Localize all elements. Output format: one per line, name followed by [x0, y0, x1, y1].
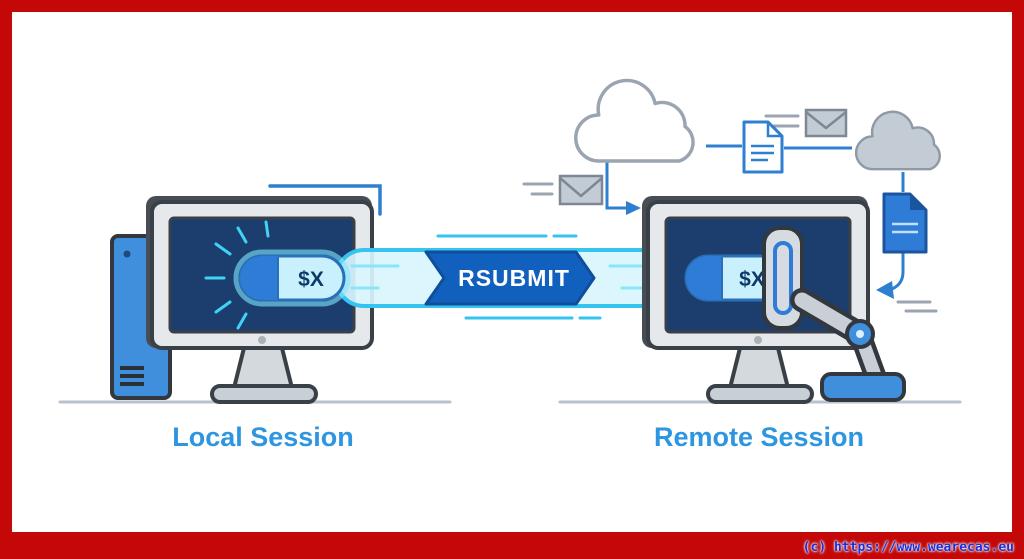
document-icon — [882, 192, 928, 254]
network-path — [522, 78, 941, 313]
remote-pill-label: $X — [739, 268, 765, 291]
beam-speed-lines — [436, 234, 602, 320]
rsubmit-diagram: RSUBMIT $X — [58, 78, 962, 452]
motion-bracket-line — [268, 184, 382, 216]
illustration-canvas: RSUBMIT $X — [12, 12, 1012, 532]
monitor-stand-neck — [728, 346, 790, 390]
remote-macro-pill: $X — [684, 254, 788, 302]
tower-vents — [120, 366, 144, 386]
robotic-arm-icon — [762, 226, 906, 402]
network-connector-lines — [605, 144, 905, 291]
envelope-icon — [558, 174, 604, 206]
arm-base — [820, 372, 906, 402]
envelope-icon — [804, 108, 848, 138]
monitor-stand-base — [706, 384, 814, 404]
monitor-camera-dot — [258, 336, 266, 344]
local-computer — [110, 196, 374, 404]
tower-button — [123, 250, 131, 258]
document-icon — [742, 120, 784, 174]
copyright-text: (c) https://www.wearecas.eu — [802, 540, 1014, 555]
local-session-label: Local Session — [172, 422, 354, 452]
cloud-icon — [854, 110, 941, 171]
local-macro-pill: $X — [204, 220, 351, 330]
monitor-stand-base — [210, 384, 318, 404]
arrow-icon — [876, 281, 894, 299]
local-pill-label: $X — [298, 268, 324, 291]
monitor-stand-neck — [232, 346, 294, 390]
monitor-camera-dot — [754, 336, 762, 344]
cloud-icon — [574, 78, 695, 163]
speed-lines — [896, 300, 938, 313]
arrow-icon — [626, 201, 641, 215]
speed-lines — [764, 114, 800, 128]
speed-lines — [522, 182, 554, 196]
remote-session-label: Remote Session — [654, 422, 864, 452]
glow-rays — [204, 220, 270, 330]
rsubmit-banner: RSUBMIT — [424, 250, 596, 306]
rsubmit-label: RSUBMIT — [458, 265, 570, 291]
